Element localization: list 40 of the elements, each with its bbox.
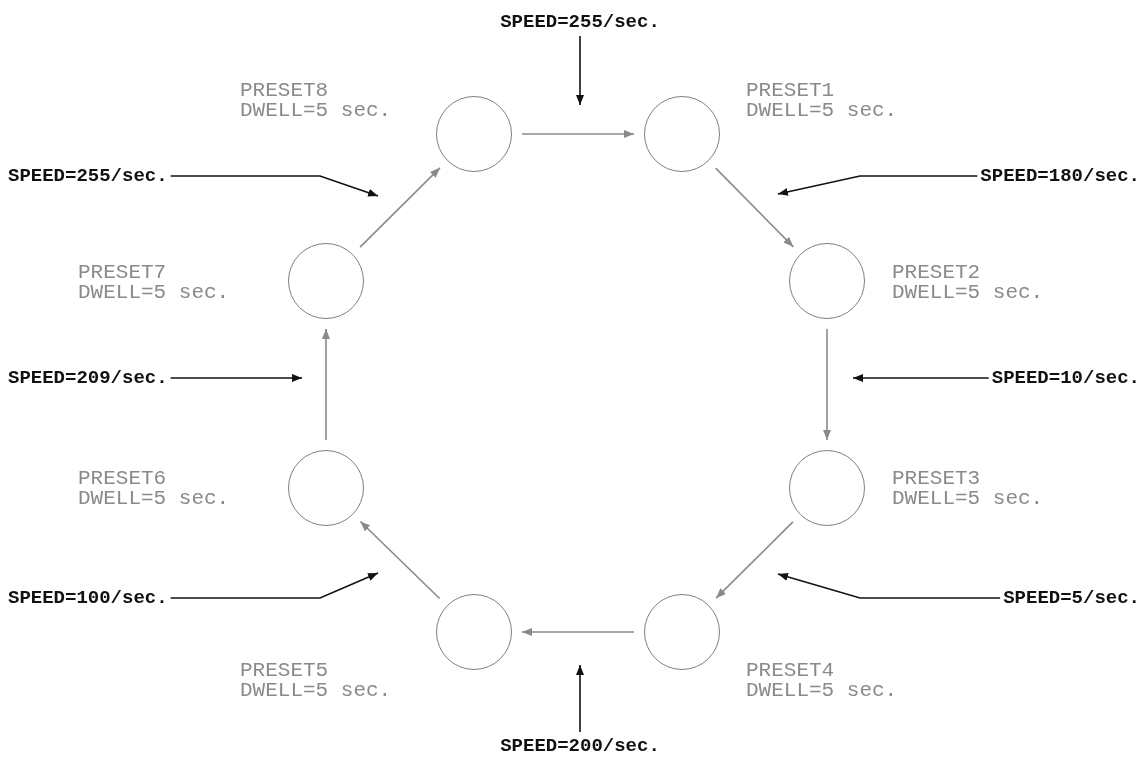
preset-name: PRESET4 [746,660,835,681]
arrow [359,520,441,600]
preset-name: PRESET8 [240,80,329,101]
leader-arrow [576,664,584,733]
arrow [823,328,831,441]
preset-name: PRESET2 [892,262,981,283]
preset-name: PRESET3 [892,468,981,489]
dwell-time: DWELL=5 sec. [240,680,392,701]
speed-label: SPEED=255/sec. [8,165,168,187]
arrow [521,130,635,138]
dwell-time: DWELL=5 sec. [892,282,1044,303]
arrow [715,521,794,599]
speed-label: SPEED=209/sec. [8,367,168,389]
dwell-time: DWELL=5 sec. [78,282,230,303]
speed-label: SPEED=255/sec. [500,11,660,33]
speed-label: SPEED=180/sec. [980,165,1140,187]
leader-arrow [169,175,379,197]
dwell-time: DWELL=5 sec. [746,680,898,701]
leader-arrow [169,572,379,599]
preset-name: PRESET1 [746,80,835,101]
dwell-time: DWELL=5 sec. [240,100,392,121]
speed-label: SPEED=200/sec. [500,735,660,757]
dwell-time: DWELL=5 sec. [78,488,230,509]
arrow [322,328,330,441]
speed-label: SPEED=5/sec. [1003,587,1140,609]
dwell-time: DWELL=5 sec. [892,488,1044,509]
preset-name: PRESET5 [240,660,329,681]
leader-arrow [852,374,990,382]
arrow [359,167,441,248]
preset-name: PRESET6 [78,468,167,489]
arrow [521,628,635,636]
dwell-time: DWELL=5 sec. [746,100,898,121]
leader-arrow [169,374,303,382]
leader-arrow [777,175,979,196]
arrow [714,167,795,248]
leader-arrow [777,572,1001,599]
speed-label: SPEED=10/sec. [991,367,1140,389]
leader-arrow [576,35,584,106]
speed-label: SPEED=100/sec. [8,587,168,609]
preset-name: PRESET7 [78,262,167,283]
